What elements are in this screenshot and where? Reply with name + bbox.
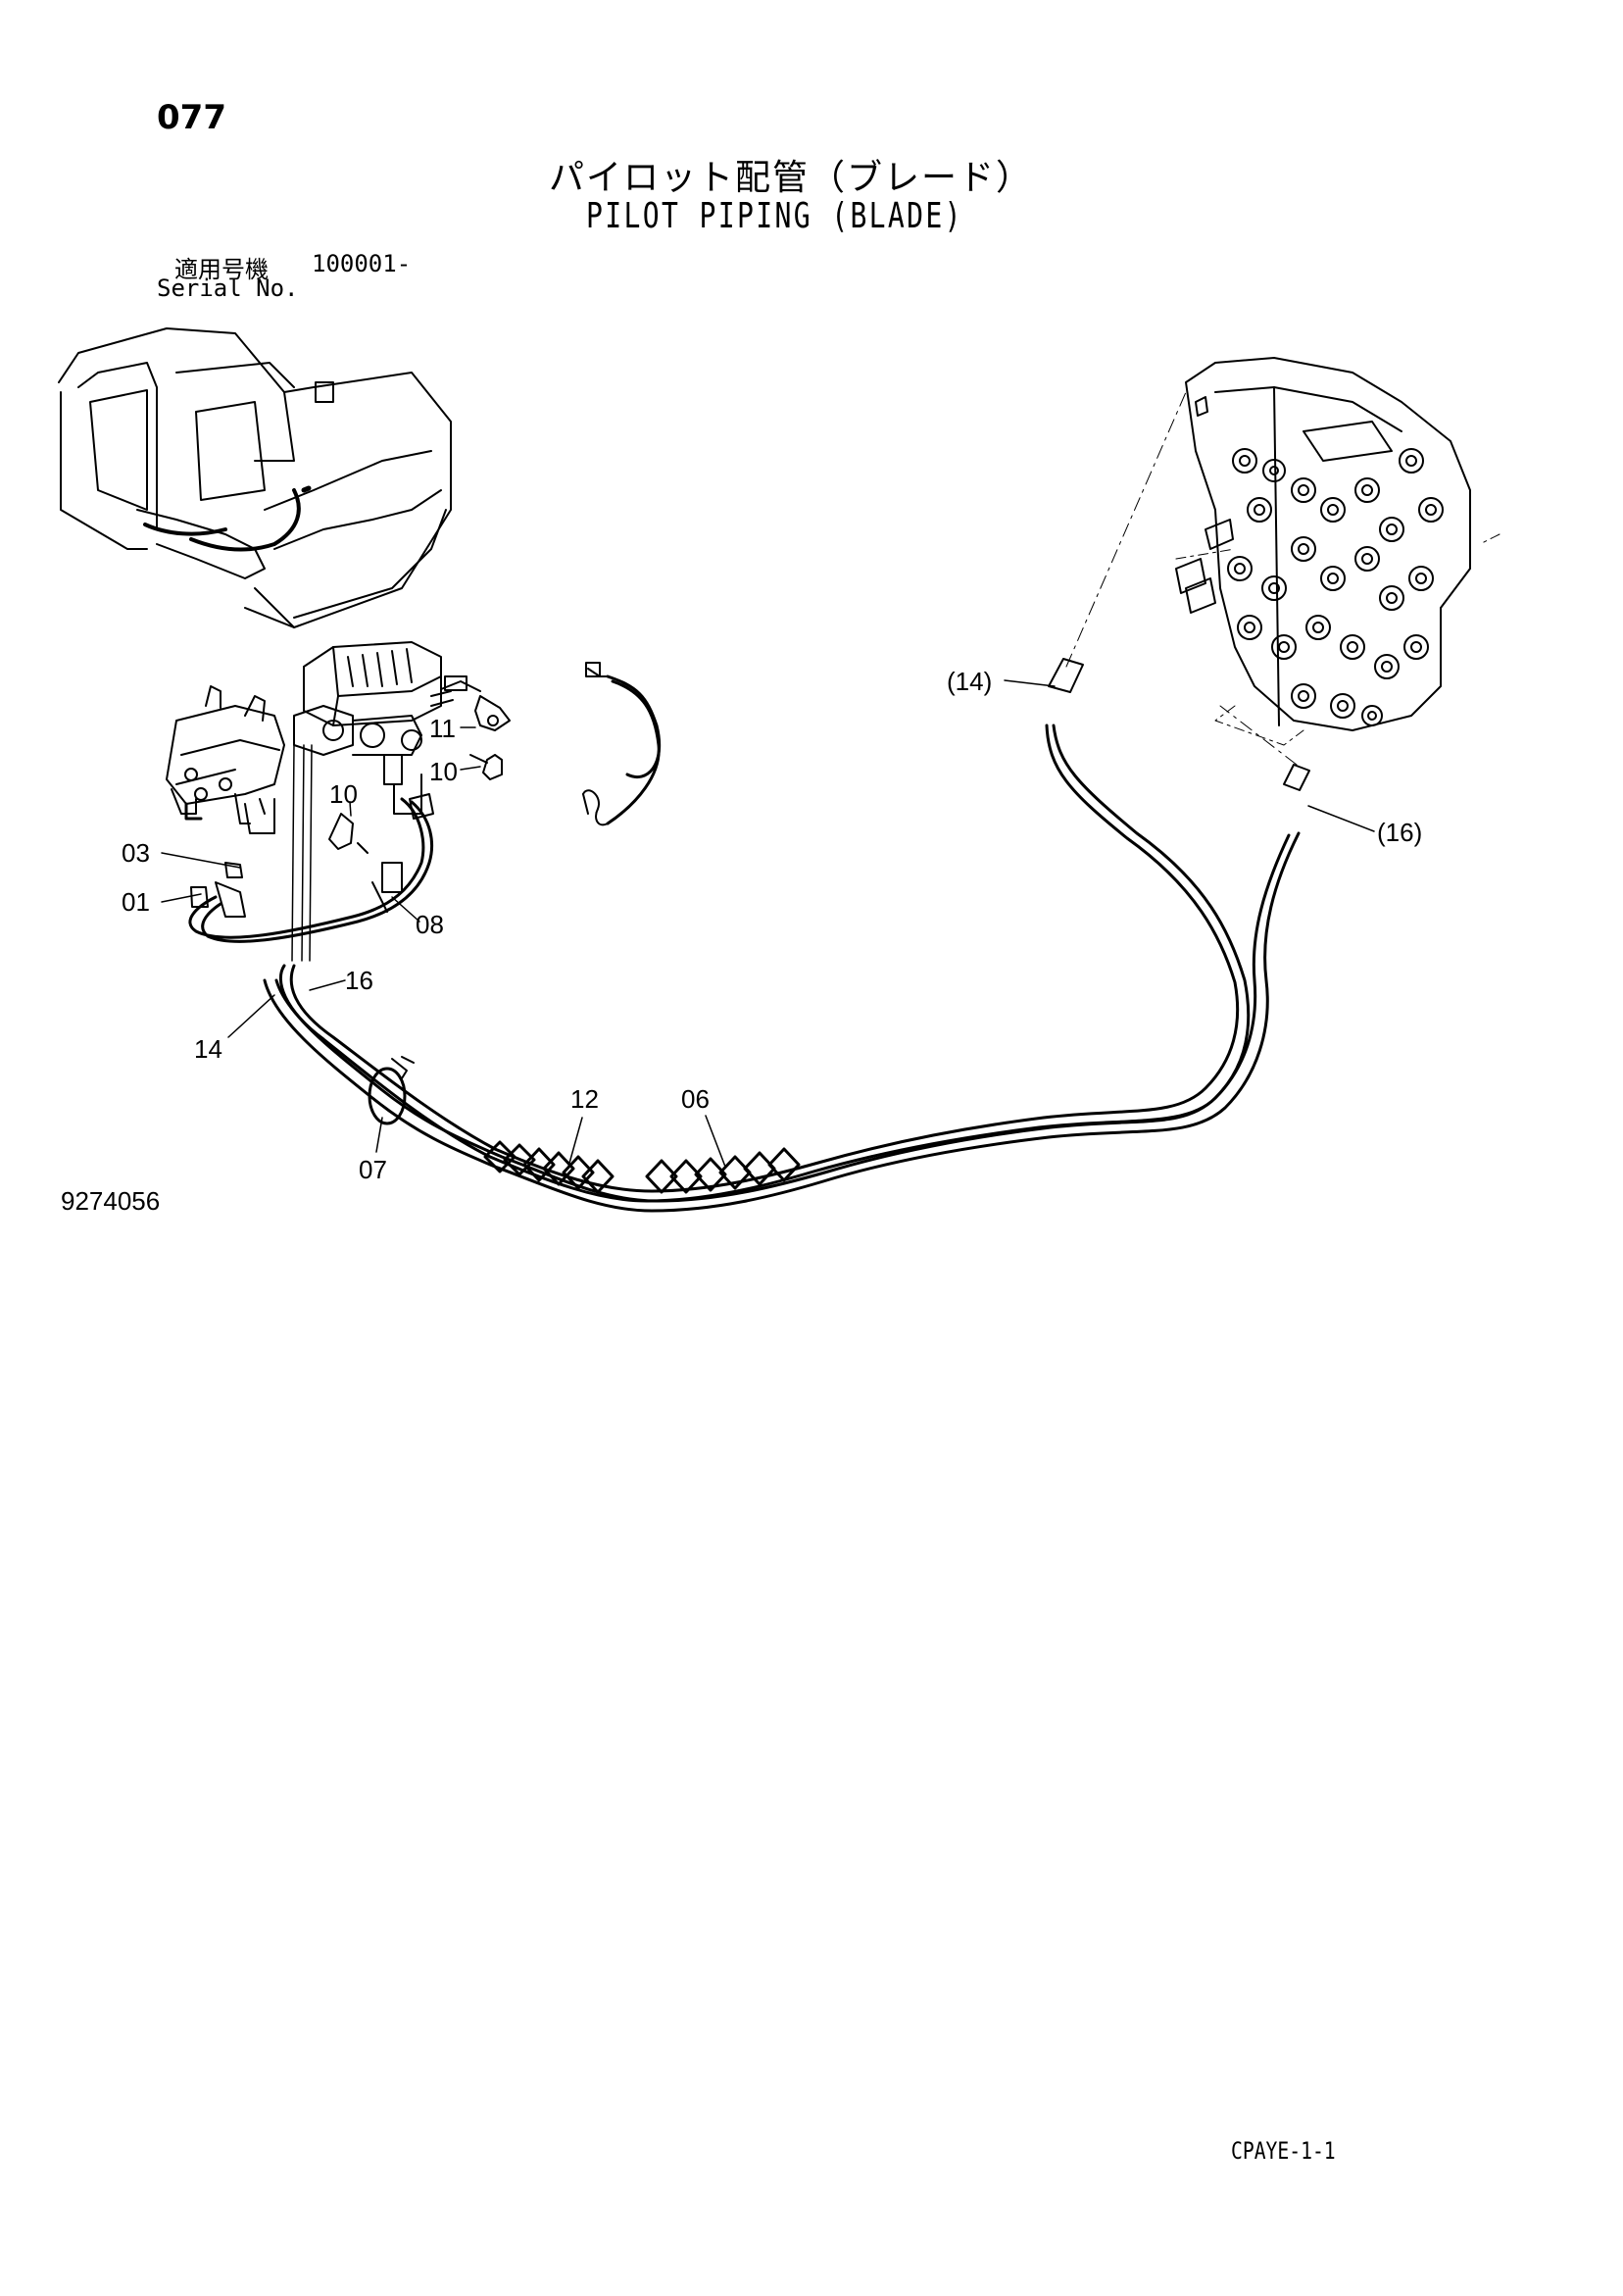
callout-11: 11	[429, 714, 456, 743]
bolt-and-plate	[328, 675, 511, 854]
footer-code: CPAYE-1-1	[1231, 2137, 1336, 2165]
callout-10-lower: 10	[329, 779, 358, 809]
callout-07: 07	[359, 1155, 387, 1184]
serial-label-japanese: 適用号機	[174, 256, 269, 283]
sensor-wire	[582, 662, 662, 826]
control-valve	[1175, 357, 1500, 746]
excavator-cab-illustration	[58, 327, 452, 628]
serial-label-english: Serial No.	[157, 275, 299, 302]
callout-10-upper: 10	[429, 757, 458, 786]
drawing-number: 9274056	[61, 1186, 161, 1216]
callout-16-paren: (16)	[1377, 818, 1423, 847]
remote-control-valve	[291, 641, 454, 962]
serial-value: 100001-	[312, 250, 412, 277]
callout-03: 03	[122, 838, 150, 868]
callout-08: 08	[416, 910, 444, 939]
hose-clamp	[368, 1056, 415, 1125]
title-english: PILOT PIPING (BLADE)	[586, 196, 963, 236]
page-number: 077	[157, 98, 226, 137]
valve-ports	[1227, 448, 1444, 726]
main-hose-bundle	[263, 391, 1310, 1213]
left-valve-block	[166, 685, 285, 834]
callout-14-paren: (14)	[947, 667, 993, 696]
callout-14: 14	[194, 1034, 222, 1064]
hose-assembly-left	[188, 793, 434, 943]
callout-06: 06	[681, 1084, 710, 1114]
title-japanese: パイロット配管（ブレード）	[549, 158, 1034, 198]
callout-leaders	[161, 679, 1375, 1168]
callout-01: 01	[122, 887, 150, 917]
callout-16: 16	[345, 966, 373, 995]
protective-sleeves	[483, 1140, 801, 1194]
callout-12: 12	[570, 1084, 599, 1114]
